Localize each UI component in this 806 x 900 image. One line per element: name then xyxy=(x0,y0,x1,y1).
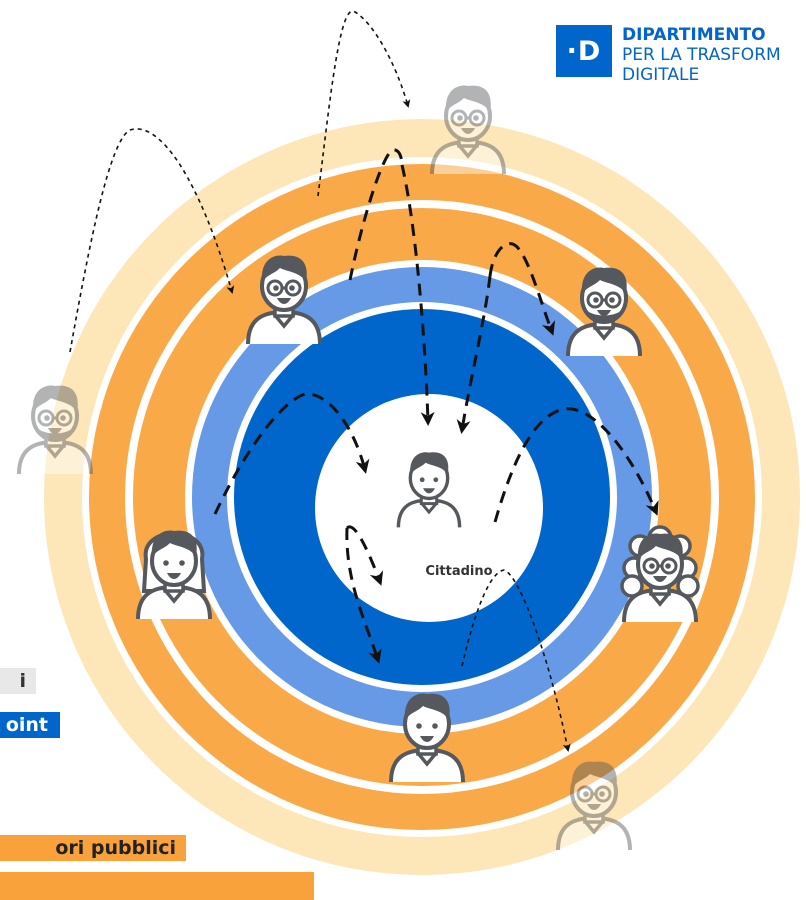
center-label: Cittadino xyxy=(425,564,492,579)
arrow-center-left xyxy=(213,392,370,515)
logo-mark: ·D xyxy=(556,25,612,77)
outer-arrows xyxy=(69,10,571,752)
inner-arrows xyxy=(213,148,659,664)
arrow-top-to-right xyxy=(317,10,411,197)
logo-line3: DIGITALE xyxy=(622,65,700,85)
logo-text: DIPARTIMENTO PER LA TRASFORM DIGITALE xyxy=(622,25,781,85)
tag-gray: i xyxy=(0,668,36,694)
arrow-left-to-upper xyxy=(69,128,235,353)
arrow-top-loop xyxy=(348,148,404,281)
person-icon-right xyxy=(622,527,698,622)
tag-orange: ori pubblici xyxy=(0,835,186,861)
arrow-top-down-1 xyxy=(400,164,435,426)
logo-line1: DIPARTIMENTO xyxy=(622,25,766,45)
person-icon-left xyxy=(138,531,210,619)
logo-line2: PER LA TRASFORM xyxy=(622,45,781,65)
tag-blue: oint xyxy=(0,712,60,738)
arrow-top-right-loop xyxy=(488,242,556,336)
tag-orange-partial xyxy=(0,872,314,900)
arrow-center-down xyxy=(345,527,382,664)
arrow-right-loop xyxy=(493,407,659,523)
arrow-center-curl xyxy=(345,525,384,586)
department-logo: ·D DIPARTIMENTO PER LA TRASFORM DIGITALE xyxy=(556,25,781,85)
